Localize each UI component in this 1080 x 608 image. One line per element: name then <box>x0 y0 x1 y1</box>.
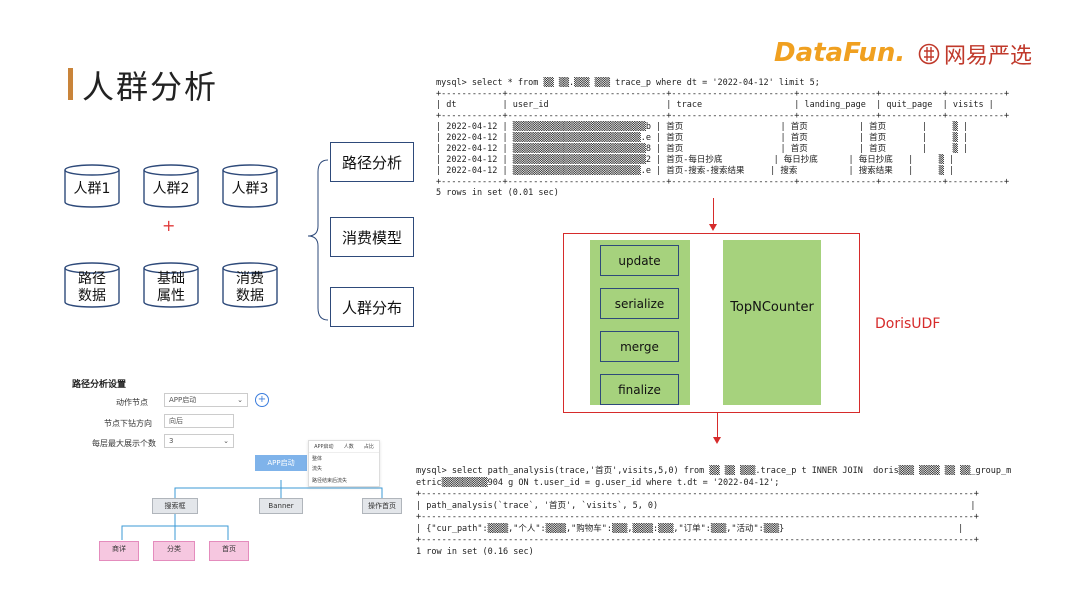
cylinder-label-line1: 基础 <box>157 271 185 287</box>
doris-udf-frame <box>563 233 860 413</box>
udf-update: update <box>600 245 679 276</box>
max-per-layer-select[interactable]: 3⌄ <box>164 434 234 448</box>
arrow-down-line <box>713 198 714 224</box>
table-row: | 2022-04-12 | ▒▒▒▒▒▒▒▒▒▒▒▒▒▒▒▒▒▒▒▒▒▒▒▒▒… <box>436 144 969 154</box>
cylinder-label-line2: 数据 <box>236 288 264 304</box>
field-label: 节点下钻方向 <box>104 419 152 428</box>
crowd-cylinder-2: 人群2 <box>143 164 199 208</box>
table-border: +------------+--------------------------… <box>436 111 1010 121</box>
arrow-down-icon <box>709 224 717 231</box>
query1-footer: 5 rows in set (0.01 sec) <box>436 188 559 198</box>
chevron-down-icon: ⌄ <box>237 396 243 404</box>
cylinder-label-line2: 数据 <box>78 288 106 304</box>
crowd-label: 人群3 <box>231 181 269 197</box>
query2-line1: mysql> select path_analysis(trace,'首页',v… <box>416 466 1012 476</box>
arrow-down-icon <box>713 437 721 444</box>
udf-finalize: finalize <box>600 374 679 405</box>
topn-counter-panel <box>723 240 821 405</box>
field-label: 每层最大展示个数 <box>92 439 156 448</box>
tooltip-row: 流失 <box>312 466 323 472</box>
drill-direction-select[interactable]: 向后 <box>164 414 234 428</box>
crowd-cylinder-3: 人群3 <box>222 164 278 208</box>
tooltip-row: 路径结束后流失 <box>312 478 348 484</box>
arrow-down-line <box>717 413 718 437</box>
query1-console: mysql> select * from ▒▒ ▒▒.▒▒▒ ▒▒▒ trace… <box>436 78 1009 199</box>
table-header: | dt | user_id | trace | landing_page | … <box>436 100 994 110</box>
data-cylinder-consume: 消费 数据 <box>222 262 278 308</box>
tooltip-tab: 人数 <box>343 444 354 450</box>
path-tree-connectors <box>121 480 383 540</box>
table-row: | 2022-04-12 | ▒▒▒▒▒▒▒▒▒▒▒▒▒▒▒▒▒▒▒▒▒▒▒▒▒… <box>436 155 955 165</box>
option-path-analysis[interactable]: 路径分析 <box>330 142 414 182</box>
table-border: +------------+--------------------------… <box>436 177 1010 187</box>
table-border: +---------------------------------------… <box>416 512 979 522</box>
udf-merge: merge <box>600 331 679 362</box>
doris-udf-label: DorisUDF <box>875 316 941 332</box>
table-border: +---------------------------------------… <box>416 489 979 499</box>
tooltip-row: 整体 <box>312 456 323 462</box>
query2-line2: etric▒▒▒▒▒▒▒▒▒904 g ON t.user_id = g.use… <box>416 477 780 488</box>
option-consumption-model[interactable]: 消费模型 <box>330 217 414 257</box>
tree-node-homepage-op[interactable]: 操作首页 <box>362 498 402 514</box>
tree-node-home[interactable]: 首页 <box>209 541 249 561</box>
page-title: 人群分析 <box>82 68 219 106</box>
tree-node-detail[interactable]: 商详 <box>99 541 139 561</box>
action-node-select[interactable]: APP启动 ⌄ <box>164 393 248 407</box>
table-row: | {"cur_path":▒▒▒▒,"个人":▒▒▒▒,"购物车":▒▒▒,▒… <box>416 523 964 534</box>
plus-sign: + <box>162 216 176 235</box>
query2-footer: 1 row in set (0.16 sec) <box>416 546 534 557</box>
table-header: | path_analysis(`trace`, '首页', `visits`,… <box>416 500 976 511</box>
table-row: | 2022-04-12 | ▒▒▒▒▒▒▒▒▒▒▒▒▒▒▒▒▒▒▒▒▒▒▒▒▒… <box>436 122 969 132</box>
udf-function-panel <box>590 240 690 405</box>
select-value: 3 <box>169 437 174 445</box>
bracket-connector <box>307 159 329 321</box>
cylinder-label-line2: 属性 <box>157 288 185 304</box>
crowd-label: 人群1 <box>73 181 111 197</box>
table-row: | 2022-04-12 | ▒▒▒▒▒▒▒▒▒▒▒▒▒▒▒▒▒▒▒▒▒▒▒▒▒… <box>436 133 969 143</box>
udf-serialize: serialize <box>600 288 679 319</box>
path-settings-title: 路径分析设置 <box>72 380 127 390</box>
node-tooltip: APP启动 人数 占比 整体 流失 路径结束后流失 <box>308 440 380 487</box>
table-border: +---------------------------------------… <box>416 535 979 545</box>
data-cylinder-basic: 基础 属性 <box>143 262 199 308</box>
datafun-logo: DataFun. <box>774 38 906 68</box>
select-value: 向后 <box>169 417 183 425</box>
topn-counter-label: TopNCounter <box>730 300 814 315</box>
crowd-cylinder-1: 人群1 <box>64 164 120 208</box>
select-value: APP启动 <box>169 396 197 404</box>
cylinder-label-line1: 路径 <box>78 271 106 287</box>
title-accent-bar <box>68 68 73 100</box>
tree-root-node[interactable]: APP启动 <box>255 455 307 471</box>
tooltip-tab: APP启动 <box>314 444 334 450</box>
cylinder-label-line1: 消费 <box>236 271 264 287</box>
field-label: 动作节点 <box>116 398 148 407</box>
chevron-down-icon: ⌄ <box>223 437 229 445</box>
tree-node-category[interactable]: 分类 <box>153 541 195 561</box>
option-crowd-distribution[interactable]: 人群分布 <box>330 287 414 327</box>
query1-command: mysql> select * from ▒▒ ▒▒.▒▒▒ ▒▒▒ trace… <box>436 78 820 88</box>
crowd-label: 人群2 <box>152 181 190 197</box>
query2-console: mysql> select path_analysis(trace,'首页',v… <box>416 466 1011 558</box>
tree-node-search[interactable]: 搜索框 <box>152 498 198 514</box>
netease-brand-text: 网易严选 <box>944 44 1033 69</box>
netease-yanxuan-logo: 网易严选 <box>918 38 1032 70</box>
netease-icon <box>918 43 940 65</box>
table-row: | 2022-04-12 | ▒▒▒▒▒▒▒▒▒▒▒▒▒▒▒▒▒▒▒▒▒▒▒▒▒… <box>436 166 955 176</box>
add-node-icon[interactable]: + <box>255 393 269 407</box>
data-cylinder-path: 路径 数据 <box>64 262 120 308</box>
table-border: +------------+--------------------------… <box>436 89 1010 99</box>
tree-node-banner[interactable]: Banner <box>259 498 303 514</box>
tooltip-tab: 占比 <box>363 444 374 450</box>
